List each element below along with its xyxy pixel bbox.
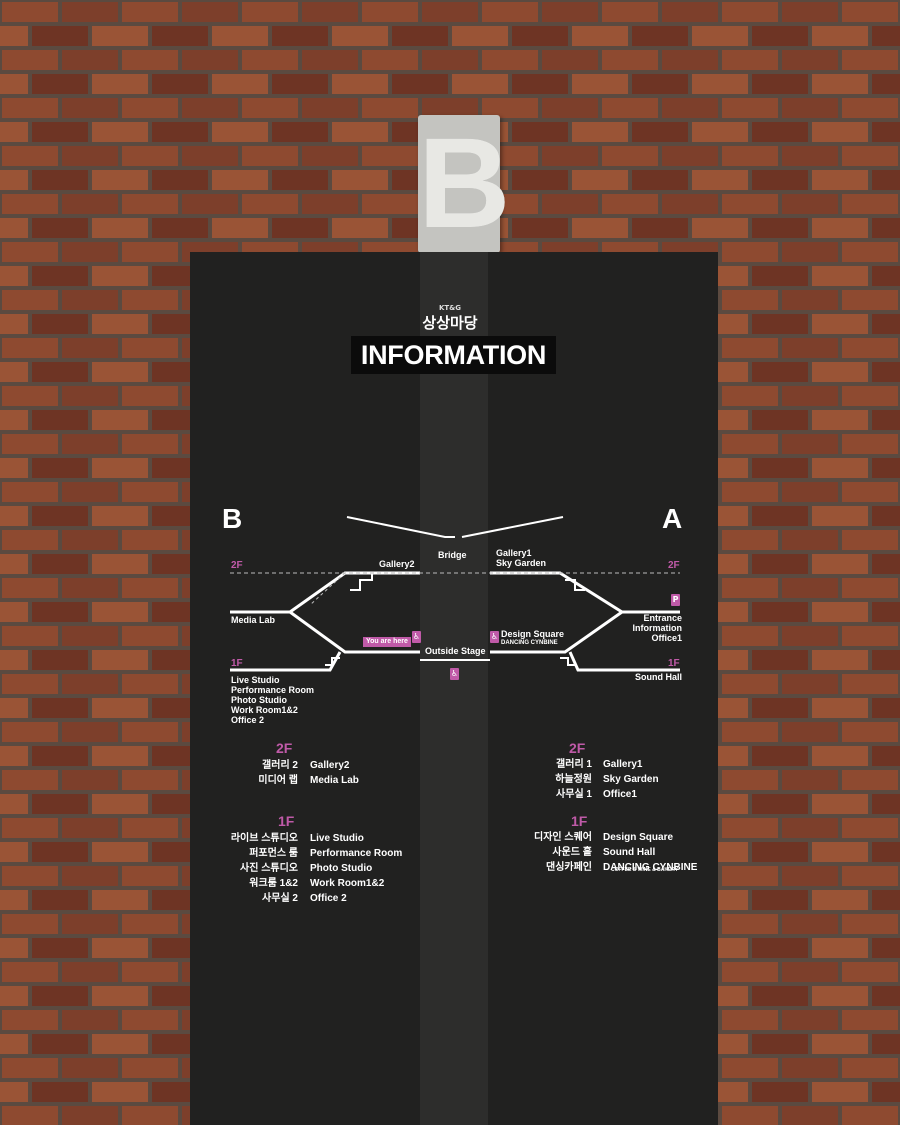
outside-stage-label: Outside Stage [425,646,486,656]
dancing-cynbine-map-label: DANCING CYNBINE [501,640,558,646]
list-item: 워크룸 1&2 [249,878,298,889]
dir-b-1f: 1F [278,813,295,829]
list-item: 갤러리 2 [262,760,298,771]
list-item: Gallery2 [310,760,350,771]
b-1f-list: Live Studio Performance Room Photo Studi… [231,675,314,725]
media-lab-map-label: Media Lab [231,615,276,625]
list-item: 갤러리 1 [556,759,592,770]
entrance-map-label: Entrance [643,613,682,623]
list-item: Sky Garden [603,774,659,785]
dir-a-1f-en: Design Square Sound Hall DANCING CYNBINE [603,830,697,875]
dir-b-1f-en: Live Studio Performance Room Photo Studi… [310,831,402,906]
sound-hall-map-label: Sound Hall [635,672,682,682]
sky-garden-map-label: Sky Garden [496,558,547,568]
dir-a-1f-ko: 디자인 스퀘어 사운드 홀 댄싱카페인 [505,830,592,875]
gallery2-map-label: Gallery2 [379,559,415,569]
list-item: 사운드 홀 [552,847,592,858]
office1-map-label: Office1 [651,633,682,643]
dir-b-2f: 2F [276,740,293,756]
list-item: 하늘정원 [555,774,592,785]
building-letter-sign: B [418,112,511,255]
list-item: 사진 스튜디오 [240,863,298,874]
list-item: Office 2 [231,715,265,725]
map-b-1f: 1F [231,658,243,669]
bridge-label: Bridge [438,550,467,560]
restroom-icon: ♿ [490,631,499,643]
list-item: Media Lab [310,775,359,786]
list-item: Work Room1&2 [310,878,385,889]
map-a-2f: 2F [668,560,680,571]
list-item: Photo Studio [231,695,287,705]
restroom-icon: ♿ [412,631,421,643]
you-are-here-marker: You are here [363,637,411,647]
map-right-letter: A [662,503,683,534]
restroom-icon: ♿ [450,668,459,680]
dir-b-2f-ko: 갤러리 2 미디어 랩 [220,758,298,788]
list-item: Photo Studio [310,863,373,874]
list-item: DANCING CYNBINE [603,862,698,873]
list-item: Live Studio [310,833,364,844]
map-b-2f: 2F [231,560,243,571]
list-item: Office1 [603,789,637,800]
dir-b-2f-en: Gallery2 Media Lab [310,758,359,788]
dir-a-2f-ko: 갤러리 1 하늘정원 사무실 1 [510,757,592,802]
title-plate [351,336,556,374]
page-title: INFORMATION [360,340,547,370]
list-item: Work Room1&2 [231,705,298,715]
design-square-map-label: Design Square [501,629,565,639]
map-a-1f: 1F [668,658,680,669]
logo-name: 상상마당 [422,314,478,332]
list-item: Performance Room [231,685,315,695]
list-item: 라이브 스튜디오 [230,833,298,844]
dir-a-1f: 1F [571,813,588,829]
information-map-label: Information [632,623,683,633]
dir-a-2f-en: Gallery1 Sky Garden Office1 [603,757,659,802]
list-item: 사무실 1 [556,789,592,800]
dir-a-2f: 2F [569,740,586,756]
map-left-letter: B [222,503,243,534]
list-item: 사무실 2 [262,893,298,904]
list-item: Sound Hall [603,847,656,858]
cafe-subtitle: COFFEE & WINE & BAKERY [611,867,679,873]
list-item: Gallery1 [603,759,643,770]
list-item: Live Studio [231,675,280,685]
list-item: 디자인 스퀘어 [534,832,592,843]
logo-small-text: KT&G [438,304,462,312]
dir-b-1f-ko: 라이브 스튜디오 퍼포먼스 룸 사진 스튜디오 워크룸 1&2 사무실 2 [220,831,298,906]
list-item: Design Square [603,832,674,843]
list-item: Performance Room [310,848,403,859]
list-item: 퍼포먼스 룸 [249,848,298,859]
list-item: 미디어 랩 [258,775,298,786]
gallery1-map-label: Gallery1 [496,548,532,558]
building-letter: B [418,112,511,255]
parking-icon: P [671,594,680,606]
list-item: Office 2 [310,893,347,904]
list-item: 댄싱카페인 [546,862,592,873]
logo: KT&G 상상마당 [0,304,900,333]
center-strip [420,252,488,1125]
